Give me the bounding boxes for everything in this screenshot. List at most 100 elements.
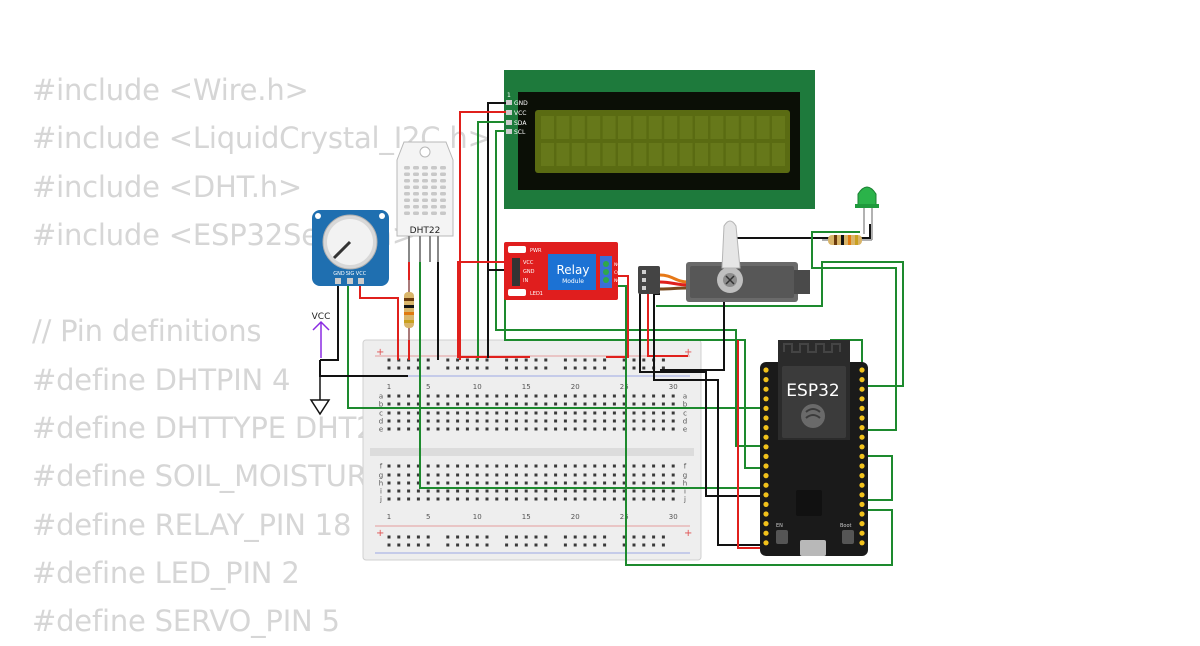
wire-pot-gnd <box>320 284 339 361</box>
code-line: #include <DHT.h> <box>32 169 302 204</box>
breadboard-row-label: g <box>683 472 687 480</box>
led-green[interactable] <box>855 186 879 240</box>
rail-plus-tr: + <box>684 347 692 358</box>
esp32-board[interactable]: ESP32 Boot EN <box>760 340 868 556</box>
dht-label: DHT22 <box>410 226 441 236</box>
pot-pin-sig: SIG <box>346 271 355 277</box>
breadboard-row-label: i <box>380 488 382 496</box>
relay-module[interactable]: Relay Module PWR LED1 VCC GND IN NC COM … <box>504 242 625 300</box>
relay-sublabel: Module <box>562 278 584 285</box>
breadboard-col-label: 10 <box>473 383 482 391</box>
dht-grill <box>404 166 446 215</box>
wire-relay-no <box>612 285 893 566</box>
breadboard-row-label: b <box>683 401 688 409</box>
breadboard-row-label: a <box>379 393 383 401</box>
pullup-resistor[interactable] <box>404 280 414 340</box>
pot-pin-gnd: GND <box>333 271 345 277</box>
breadboard-col-label: 5 <box>426 513 430 521</box>
breadboard-col-label: 25 <box>620 513 629 521</box>
code-background: #include <Wire.h>#include <LiquidCrystal… <box>32 66 492 646</box>
wire-esp-right <box>862 455 893 501</box>
breadboard-row-label: b <box>379 401 384 409</box>
lcd-pin-scl: SCL <box>514 129 526 136</box>
esp32-label: ESP32 <box>786 381 839 401</box>
code-line: #include <Wire.h> <box>32 73 309 107</box>
lcd-pin-gnd: GND <box>514 100 528 107</box>
breadboard-row-label: e <box>379 426 383 434</box>
lcd-pin-vcc: VCC <box>514 110 526 117</box>
rail-plus-br: + <box>684 528 692 539</box>
breadboard-col-label: 25 <box>620 383 629 391</box>
lcd-display[interactable]: 1 GND VCC SDA SCL <box>504 70 815 209</box>
breadboard-row-label: c <box>379 410 383 418</box>
wire-relay-com <box>606 275 629 358</box>
wire-lcd-scl <box>495 130 768 447</box>
wire-pot-vcc <box>359 284 399 360</box>
wire-lcd-vcc <box>459 111 506 360</box>
breadboard-row-label: d <box>379 418 383 426</box>
breadboard-row-label: j <box>379 496 382 504</box>
breadboard-col-label: 30 <box>669 513 678 521</box>
lcd-cells <box>541 116 785 166</box>
esp32-boot-label: Boot <box>840 523 852 529</box>
led-resistor[interactable] <box>822 235 872 245</box>
esp32-pins <box>763 367 865 546</box>
wire-led-gnd <box>725 224 871 239</box>
rail-plus-tl: + <box>376 347 384 358</box>
code-line: // Pin definitions <box>32 314 262 349</box>
rail-plus-bl: + <box>376 528 384 539</box>
relay-term-com: COM <box>614 270 625 276</box>
wire-esp-power <box>737 340 768 549</box>
breadboard-holes <box>387 358 675 547</box>
breadboard-col-label: 1 <box>387 513 391 521</box>
breadboard-row-label: f <box>380 463 383 471</box>
code-line: #define DHTPIN 4 <box>32 362 291 397</box>
wire-dht-data <box>419 262 768 489</box>
breadboard-row-label: j <box>683 496 686 504</box>
breadboard-col-label: 30 <box>669 383 678 391</box>
breadboard-row-label: f <box>684 463 687 471</box>
potentiometer[interactable]: GND SIG VCC <box>312 210 389 286</box>
lcd-pin-index: 1 <box>507 92 511 99</box>
relay-term-no: NO <box>614 278 621 284</box>
breadboard-col-label: 10 <box>473 513 482 521</box>
relay-led-1: LED1 <box>530 291 543 297</box>
ground-symbol <box>309 376 331 416</box>
relay-led-pwr: PWR <box>530 248 542 254</box>
breadboard-col-label: 20 <box>571 513 580 521</box>
code-line: #define LED_PIN 2 <box>32 555 300 590</box>
breadboard-row-label: d <box>683 418 687 426</box>
wire-pot-sig <box>347 284 768 409</box>
vcc-symbol: VCC <box>312 312 331 358</box>
esp32-en-label: EN <box>776 523 783 529</box>
breadboard-col-label: 15 <box>522 513 531 521</box>
relay-pin-gnd: GND <box>523 269 535 275</box>
pot-pin-vcc: VCC <box>356 271 367 277</box>
relay-label: Relay <box>557 263 590 277</box>
breadboard-col-label: 20 <box>571 383 580 391</box>
wire-lcd-sda <box>477 121 506 360</box>
breadboard-row-label: h <box>683 480 687 488</box>
breadboard-col-label: 5 <box>426 383 430 391</box>
breadboard-row-label: a <box>683 393 687 401</box>
breadboard-row-label: e <box>683 426 687 434</box>
breadboard-col-label: 15 <box>522 383 531 391</box>
breadboard-col-label: 1 <box>387 383 391 391</box>
servo-motor[interactable] <box>638 220 810 302</box>
vcc-label: VCC <box>312 312 331 322</box>
lcd-pin-sda: SDA <box>514 120 527 127</box>
wire-relay-vcc <box>457 261 530 358</box>
relay-term-nc: NC <box>614 262 621 268</box>
breadboard-row-label: h <box>379 480 383 488</box>
breadboard-row-label: i <box>684 488 686 496</box>
code-line: #define RELAY_PIN 18 <box>32 507 352 542</box>
relay-pin-vcc: VCC <box>523 260 534 266</box>
breadboard-row-label: g <box>379 472 383 480</box>
breadboard-row-label: c <box>683 410 687 418</box>
wire-led-signal <box>811 231 897 431</box>
dht22-sensor[interactable]: DHT22 <box>396 141 454 262</box>
relay-pin-in: IN <box>523 278 528 284</box>
